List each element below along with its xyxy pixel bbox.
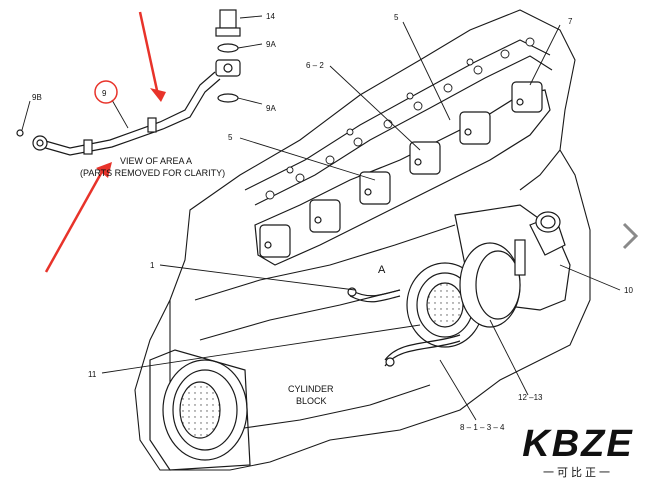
callout-10: 10: [624, 286, 633, 295]
view-caption-line1: VIEW OF AREA A: [120, 156, 192, 166]
callout-8-1-3-4: 8 – 1 – 3 – 4: [460, 423, 505, 432]
block-caption-line1: CYLINDER: [288, 384, 334, 394]
callout-5-top: 5: [394, 13, 399, 22]
brand-tagline: 一可比正一: [543, 466, 613, 479]
view-caption-line2: (PARTS REMOVED FOR CLARITY): [80, 168, 225, 178]
front-housing: [149, 349, 251, 471]
block-caption-line2: BLOCK: [296, 396, 327, 406]
callout-labels: 14 9A 9A 9B 9 5 7 6 – 2 5 1 10 11 12 –13…: [32, 12, 633, 432]
annotation-arrows: [44, 11, 166, 273]
next-button[interactable]: [618, 218, 642, 254]
callout-7: 7: [568, 17, 573, 26]
exhaust-manifold: [254, 81, 551, 266]
callout-5-mid: 5: [228, 133, 233, 142]
captions: VIEW OF AREA A (PARTS REMOVED FOR CLARIT…: [80, 156, 334, 406]
callout-9: 9: [102, 89, 107, 98]
brand-name: KBZE: [522, 423, 634, 465]
callout-6-2: 6 – 2: [306, 61, 324, 70]
engine-block: [134, 9, 591, 471]
chevron-right-icon: [622, 222, 639, 250]
callout-circle-9: [94, 80, 118, 104]
leader-lines: [21, 15, 621, 421]
callout-9b: 9B: [32, 93, 42, 102]
brand-watermark: KBZE 一可比正一: [508, 424, 648, 484]
turbocharger: [406, 204, 571, 348]
callout-9a-bottom: 9A: [266, 104, 276, 113]
cover-bolts: [265, 37, 535, 200]
callout-area-a: A: [378, 264, 386, 276]
callout-12-13: 12 –13: [518, 393, 543, 402]
callout-1: 1: [150, 261, 155, 270]
detail-tube-assembly: [16, 9, 241, 156]
callout-14: 14: [266, 12, 275, 21]
callout-11: 11: [88, 370, 97, 379]
callout-9a-top: 9A: [266, 40, 276, 49]
